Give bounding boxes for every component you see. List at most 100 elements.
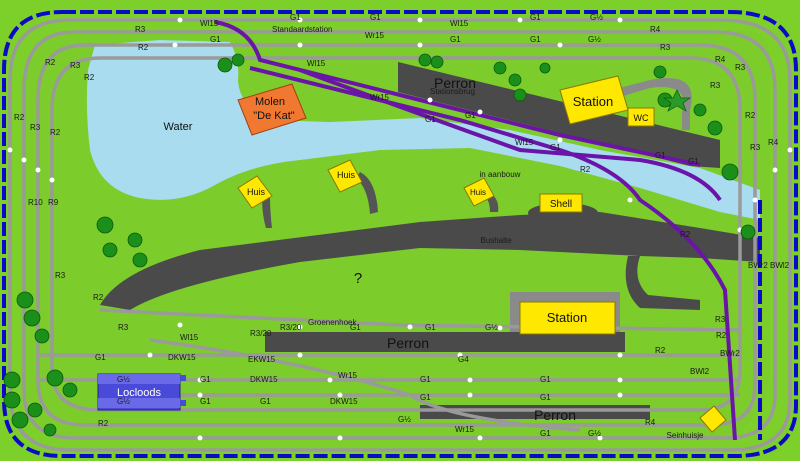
tl-g1-i: G1 <box>95 353 106 362</box>
tl-r320-b: R3/20 <box>280 323 302 332</box>
locloods-marker-1 <box>180 375 186 381</box>
huis-1: Huis <box>237 175 273 209</box>
tl-g1-c: G1 <box>530 13 541 22</box>
tl-r4-b: R4 <box>645 418 656 427</box>
tl-r2-k: R2 <box>745 111 756 120</box>
tl-g1-p: G1 <box>540 393 551 402</box>
side-road <box>625 256 700 310</box>
decor-star <box>662 89 692 112</box>
tl-g1-o: G1 <box>420 393 431 402</box>
tl-g1-u: G1 <box>655 151 666 160</box>
tl-r2-f: R2 <box>93 293 104 302</box>
locloods-label: Locloods <box>117 387 162 399</box>
tl-g1-r: G1 <box>550 143 561 152</box>
tl-r10: R10 <box>28 198 43 207</box>
tl-g1-f: G1 <box>530 35 541 44</box>
perron-mid-label: Perron <box>387 335 429 351</box>
huis-3-label: Huis <box>470 188 486 197</box>
tl-wl15-e: Wl15 <box>515 138 534 147</box>
grey-tracks <box>8 18 792 452</box>
tl-g1-v: G1 <box>688 157 699 166</box>
tl-g1-d: G1 <box>210 35 221 44</box>
tl-ghalf-f: G½ <box>398 415 411 424</box>
tl-dkw15-a: DKW15 <box>168 353 196 362</box>
tl-g1-m: G1 <box>200 397 211 406</box>
tl-wr15-b: Wr15 <box>370 93 390 102</box>
tl-g1-h: G1 <box>425 323 436 332</box>
tl-r2-b: R2 <box>45 58 56 67</box>
standaardstation-label: Standaardstation <box>272 25 333 34</box>
station-bottom-label: Station <box>547 310 587 325</box>
track-piece-labels: Wl15 G1 G1 Wl15 G1 G½ R4 R3 R2 G1 Wr15 G… <box>14 13 790 438</box>
tl-r4-d: R4 <box>715 55 726 64</box>
wc-label: WC <box>634 113 649 123</box>
tl-r3-b: R3 <box>660 43 671 52</box>
huis-2: Huis <box>327 159 363 193</box>
locloods-building: Locloods <box>97 373 181 411</box>
tl-g1-j: G1 <box>200 375 211 384</box>
tl-r3-d: R3 <box>30 123 41 132</box>
trees <box>3 53 756 437</box>
tl-bwr2-a: BWr2 <box>720 349 740 358</box>
tl-wl15-b: Wl15 <box>450 19 469 28</box>
blue-loop-track <box>2 10 798 458</box>
tl-dkw15-b: DKW15 <box>250 375 278 384</box>
tl-bwl2-a: BWl2 <box>690 367 710 376</box>
tl-r3-h: R3 <box>710 81 721 90</box>
tl-bwr2-b: BWr2 <box>748 261 768 270</box>
huis-1-label: Huis <box>247 187 266 197</box>
in-aanbouw-label: in aanbouw <box>480 170 521 179</box>
tl-r3-e: R3 <box>55 271 66 280</box>
tl-r2-e: R2 <box>50 128 61 137</box>
question-mark: ? <box>354 270 362 287</box>
main-road <box>100 212 760 310</box>
station-top-label: Station <box>573 94 613 109</box>
wc-building: WC <box>627 107 655 127</box>
tl-g1-q: G1 <box>540 429 551 438</box>
station-top: Station <box>559 75 629 125</box>
tl-r3-j: R3 <box>735 63 746 72</box>
tl-g4: G4 <box>458 355 469 364</box>
station-bottom: Station <box>519 301 616 335</box>
tl-r3-i: R3 <box>750 143 761 152</box>
shell-building: Shell <box>539 193 583 213</box>
tl-r3-c: R3 <box>70 61 81 70</box>
molen-building: Molen "De Kat" <box>237 83 307 136</box>
tl-r3-f: R3 <box>118 323 129 332</box>
station-loop-road <box>612 78 692 130</box>
tl-r320-a: R3/20 <box>250 329 272 338</box>
molen-line2: "De Kat" <box>253 110 295 122</box>
stationsbrug-label: Stationsbrug <box>430 87 475 96</box>
tl-r4-a: R4 <box>650 25 661 34</box>
tl-wl15-d: Wl15 <box>180 333 199 342</box>
tl-ghalf-c: G½ <box>485 323 498 332</box>
tl-g1-k: G1 <box>420 375 431 384</box>
bus-stop-area <box>440 228 520 248</box>
molen-line1: Molen <box>255 96 285 108</box>
huis-2-label: Huis <box>337 170 356 180</box>
water-label: Water <box>164 121 193 133</box>
locloods-marker-2 <box>180 400 186 406</box>
tl-wl15-c: Wl15 <box>307 59 326 68</box>
tl-g1-e: G1 <box>450 35 461 44</box>
tl-g1-l: G1 <box>540 375 551 384</box>
tl-r2-h: R2 <box>98 419 109 428</box>
purple-tracks <box>214 20 737 441</box>
tl-r4-c: R4 <box>768 138 779 147</box>
tl-g1-n: G1 <box>260 397 271 406</box>
tl-wr15-a: Wr15 <box>365 31 385 40</box>
perron-top-label: Perron <box>434 75 476 91</box>
tl-r2-a: R2 <box>138 43 149 52</box>
drive-1 <box>262 196 272 228</box>
tl-r2-j: R2 <box>680 230 691 239</box>
tl-r2-g: R2 <box>655 346 666 355</box>
huis-3: Huis <box>463 177 495 207</box>
tl-bwl2-b: BWl2 <box>770 261 790 270</box>
seinhuisje-building <box>699 405 727 433</box>
tl-ekw15: EKW15 <box>248 355 276 364</box>
tl-g1-b: G1 <box>370 13 381 22</box>
tl-dkw15-c: DKW15 <box>330 397 358 406</box>
tl-ghalf-b: G½ <box>588 35 601 44</box>
